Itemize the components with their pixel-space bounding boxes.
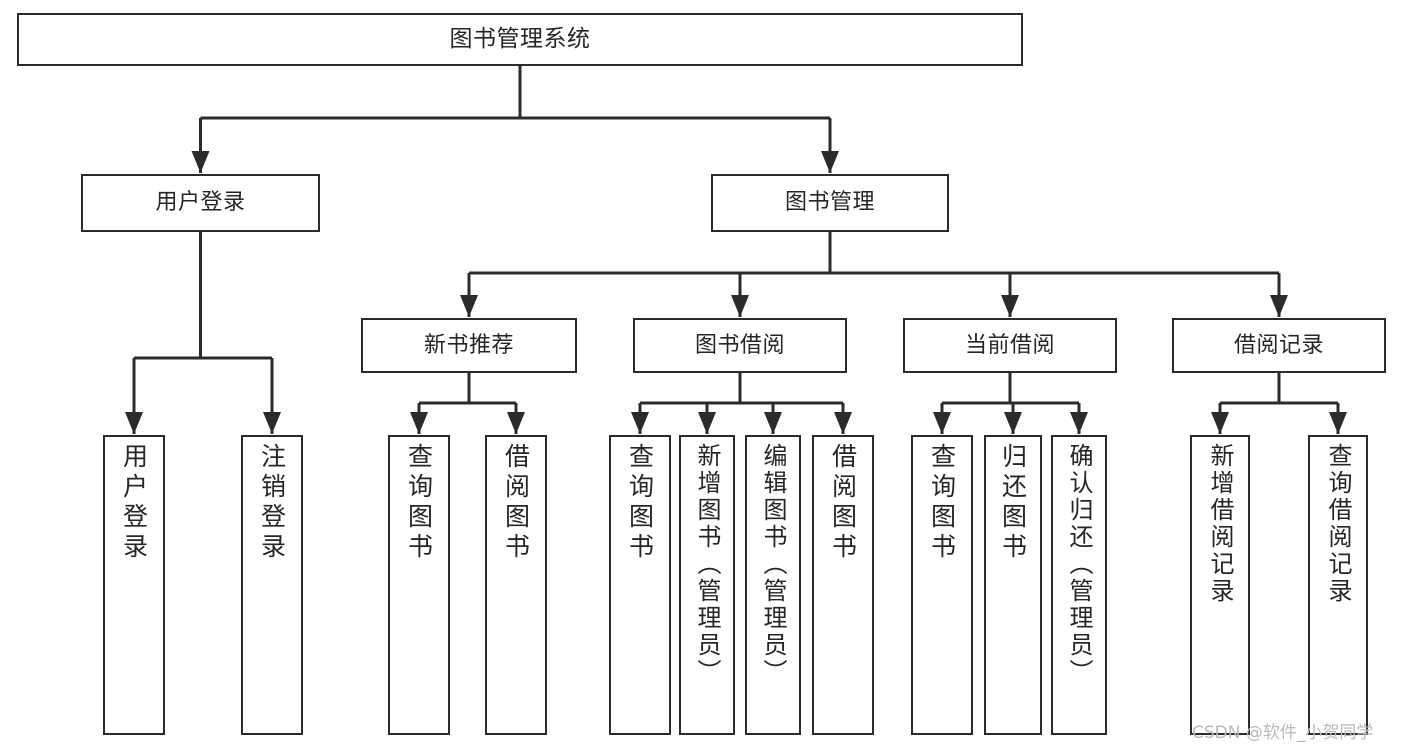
node-label: 确认归还（管理员） [1065,443,1093,686]
node-label: 新书推荐 [423,332,514,358]
node-label: 注销登录 [257,443,287,563]
node-label: 图书管理 [784,190,875,216]
node-label: 借阅图书 [828,443,858,563]
node-label: 查询图书 [404,443,434,563]
node-label: 用户登录 [119,443,149,563]
node-label: 归还图书 [998,443,1028,563]
node-user_login[interactable]: 用户登录 [81,174,320,232]
node-root[interactable]: 图书管理系统 [17,13,1023,66]
node-label: 图书管理系统 [449,25,591,52]
node-new_book_rec[interactable]: 新书推荐 [361,318,577,373]
node-leaf_user_login[interactable]: 用户登录 [103,435,165,735]
watermark: CSDN @软件_小贺同学 [1192,723,1374,743]
node-book_manage[interactable]: 图书管理 [711,174,949,232]
node-label: 借阅记录 [1233,332,1324,358]
node-book_borrow[interactable]: 图书借阅 [633,318,847,373]
node-leaf_borrow_b2[interactable]: 借阅图书 [812,435,874,735]
node-label: 当前借阅 [964,332,1055,358]
node-leaf_edit_book[interactable]: 编辑图书（管理员） [745,435,801,735]
node-label: 查询图书 [927,443,957,563]
node-leaf_query_b2[interactable]: 查询图书 [609,435,671,735]
node-label: 新增借阅记录 [1206,443,1234,605]
node-leaf_query_b3[interactable]: 查询图书 [911,435,973,735]
node-label: 新增图书（管理员） [693,443,721,686]
node-leaf_add_book[interactable]: 新增图书（管理员） [679,435,735,735]
node-label: 图书借阅 [694,332,785,358]
node-label: 查询借阅记录 [1324,443,1352,605]
node-leaf_query_rec[interactable]: 查询借阅记录 [1308,435,1368,735]
node-borrow_record[interactable]: 借阅记录 [1172,318,1386,373]
node-leaf_confirm_rt[interactable]: 确认归还（管理员） [1051,435,1107,735]
node-leaf_logout[interactable]: 注销登录 [241,435,303,735]
node-leaf_return_b[interactable]: 归还图书 [984,435,1042,735]
node-label: 借阅图书 [501,443,531,563]
node-current_borrow[interactable]: 当前借阅 [903,318,1117,373]
node-leaf_add_rec[interactable]: 新增借阅记录 [1190,435,1250,735]
node-leaf_borrow_b1[interactable]: 借阅图书 [485,435,547,735]
node-label: 编辑图书（管理员） [759,443,787,686]
node-leaf_query_b1[interactable]: 查询图书 [388,435,450,735]
node-label: 查询图书 [625,443,655,563]
node-label: 用户登录 [155,190,246,216]
